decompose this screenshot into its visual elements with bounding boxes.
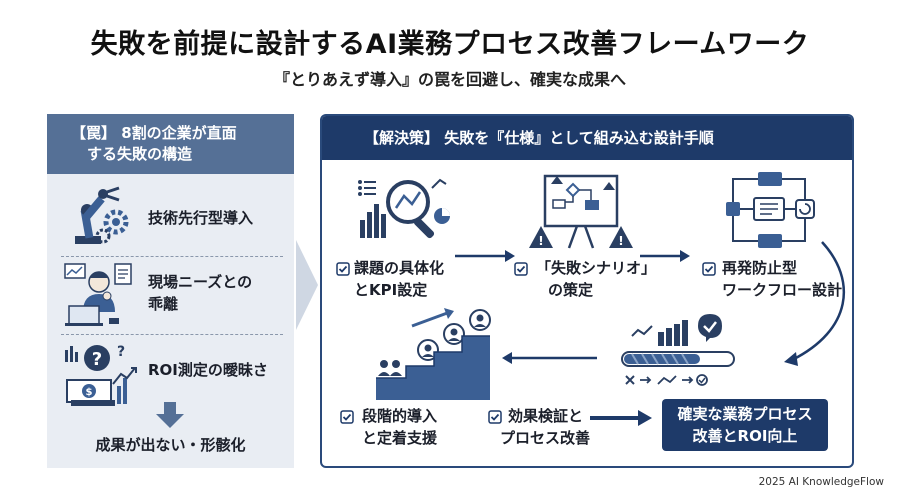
step-1-line1: 課題の具体化	[354, 259, 445, 277]
step-4-line2: プロセス改善	[500, 429, 591, 447]
step-3-line2: ワークフロー設計	[722, 281, 843, 299]
trap-item-label: 技術先行型導入	[148, 209, 254, 227]
divider	[61, 256, 283, 257]
page-subtitle: 『とりあえず導入』の罠を回避し、確実な成果へ	[273, 70, 626, 89]
left-heading-line2: する失敗の構造	[87, 145, 193, 163]
page-title: 失敗を前提に設計するAI業務プロセス改善フレームワーク	[90, 29, 810, 60]
credit-text: 2025 AI KnowledgeFlow	[758, 476, 884, 488]
confused-worker-icon	[61, 260, 137, 330]
svg-text:!: !	[618, 234, 623, 248]
checkbox-checked-icon	[702, 262, 716, 276]
down-arrow-icon	[155, 402, 185, 428]
trap-item-roi-vague: ? ? $ ROI測定の曖昧さ	[47, 336, 294, 416]
chevron-right-icon	[296, 240, 318, 330]
step-2-line2: の策定	[548, 281, 594, 299]
step-3-line1: 再発防止型	[722, 259, 798, 277]
left-heading-line1: 【罠】 8割の企業が直面	[71, 124, 237, 142]
trap-item-label-line1: 現場ニーズとの	[148, 273, 253, 291]
final-outcome-line2: 改善とROI向上	[692, 427, 798, 445]
team-stairs-icon	[372, 308, 492, 402]
flow-connectors	[455, 241, 846, 426]
final-outcome-box: 確実な業務プロセス 改善とROI向上	[662, 399, 828, 451]
magnifier-chart-icon	[354, 174, 454, 244]
left-panel-heading: 【罠】 8割の企業が直面 する失敗の構造	[47, 114, 294, 174]
trap-item-tech-first: 技術先行型導入	[47, 176, 294, 256]
trap-result: 成果が出ない・形骸化	[95, 436, 246, 454]
checkbox-checked-icon	[514, 262, 528, 276]
checkbox-checked-icon	[488, 410, 502, 424]
money-question-icon: ? ? $	[61, 340, 137, 410]
right-panel-solution: 【解決策】 失敗を『仕様』として組み込む設計手順	[320, 114, 854, 468]
divider	[61, 334, 283, 335]
right-panel-heading: 【解決策】 失敗を『仕様』として組み込む設計手順	[322, 116, 852, 160]
workflow-cycle-icon	[720, 170, 820, 254]
trap-item-label-line2: 乖離	[148, 295, 179, 313]
warning-flowchart-board-icon: ! !	[527, 174, 637, 254]
checkbox-checked-icon	[336, 262, 350, 276]
svg-text:?: ?	[117, 344, 125, 360]
step-2-line1: 「失敗シナリオ」	[536, 259, 657, 277]
progress-gauge-icon	[618, 312, 748, 392]
trap-item-label: ROI測定の曖昧さ	[148, 361, 268, 379]
svg-text:$: $	[86, 387, 93, 398]
final-outcome-line1: 確実な業務プロセス	[677, 405, 813, 423]
checkbox-checked-icon	[340, 410, 354, 424]
step-1-line2: とKPI設定	[354, 281, 428, 299]
trap-item-needs-gap: 現場ニーズとの 乖離	[47, 256, 294, 336]
step-4-line1: 効果検証と	[508, 407, 584, 425]
svg-text:?: ?	[92, 349, 102, 370]
left-panel-trap: 【罠】 8割の企業が直面 する失敗の構造 技術先行型導入	[47, 114, 294, 468]
step-5-line1: 段階的導入	[362, 407, 438, 425]
step-5-line2: と定着支援	[362, 429, 438, 447]
robot-arm-gear-icon	[61, 180, 137, 250]
svg-text:!: !	[538, 234, 543, 248]
